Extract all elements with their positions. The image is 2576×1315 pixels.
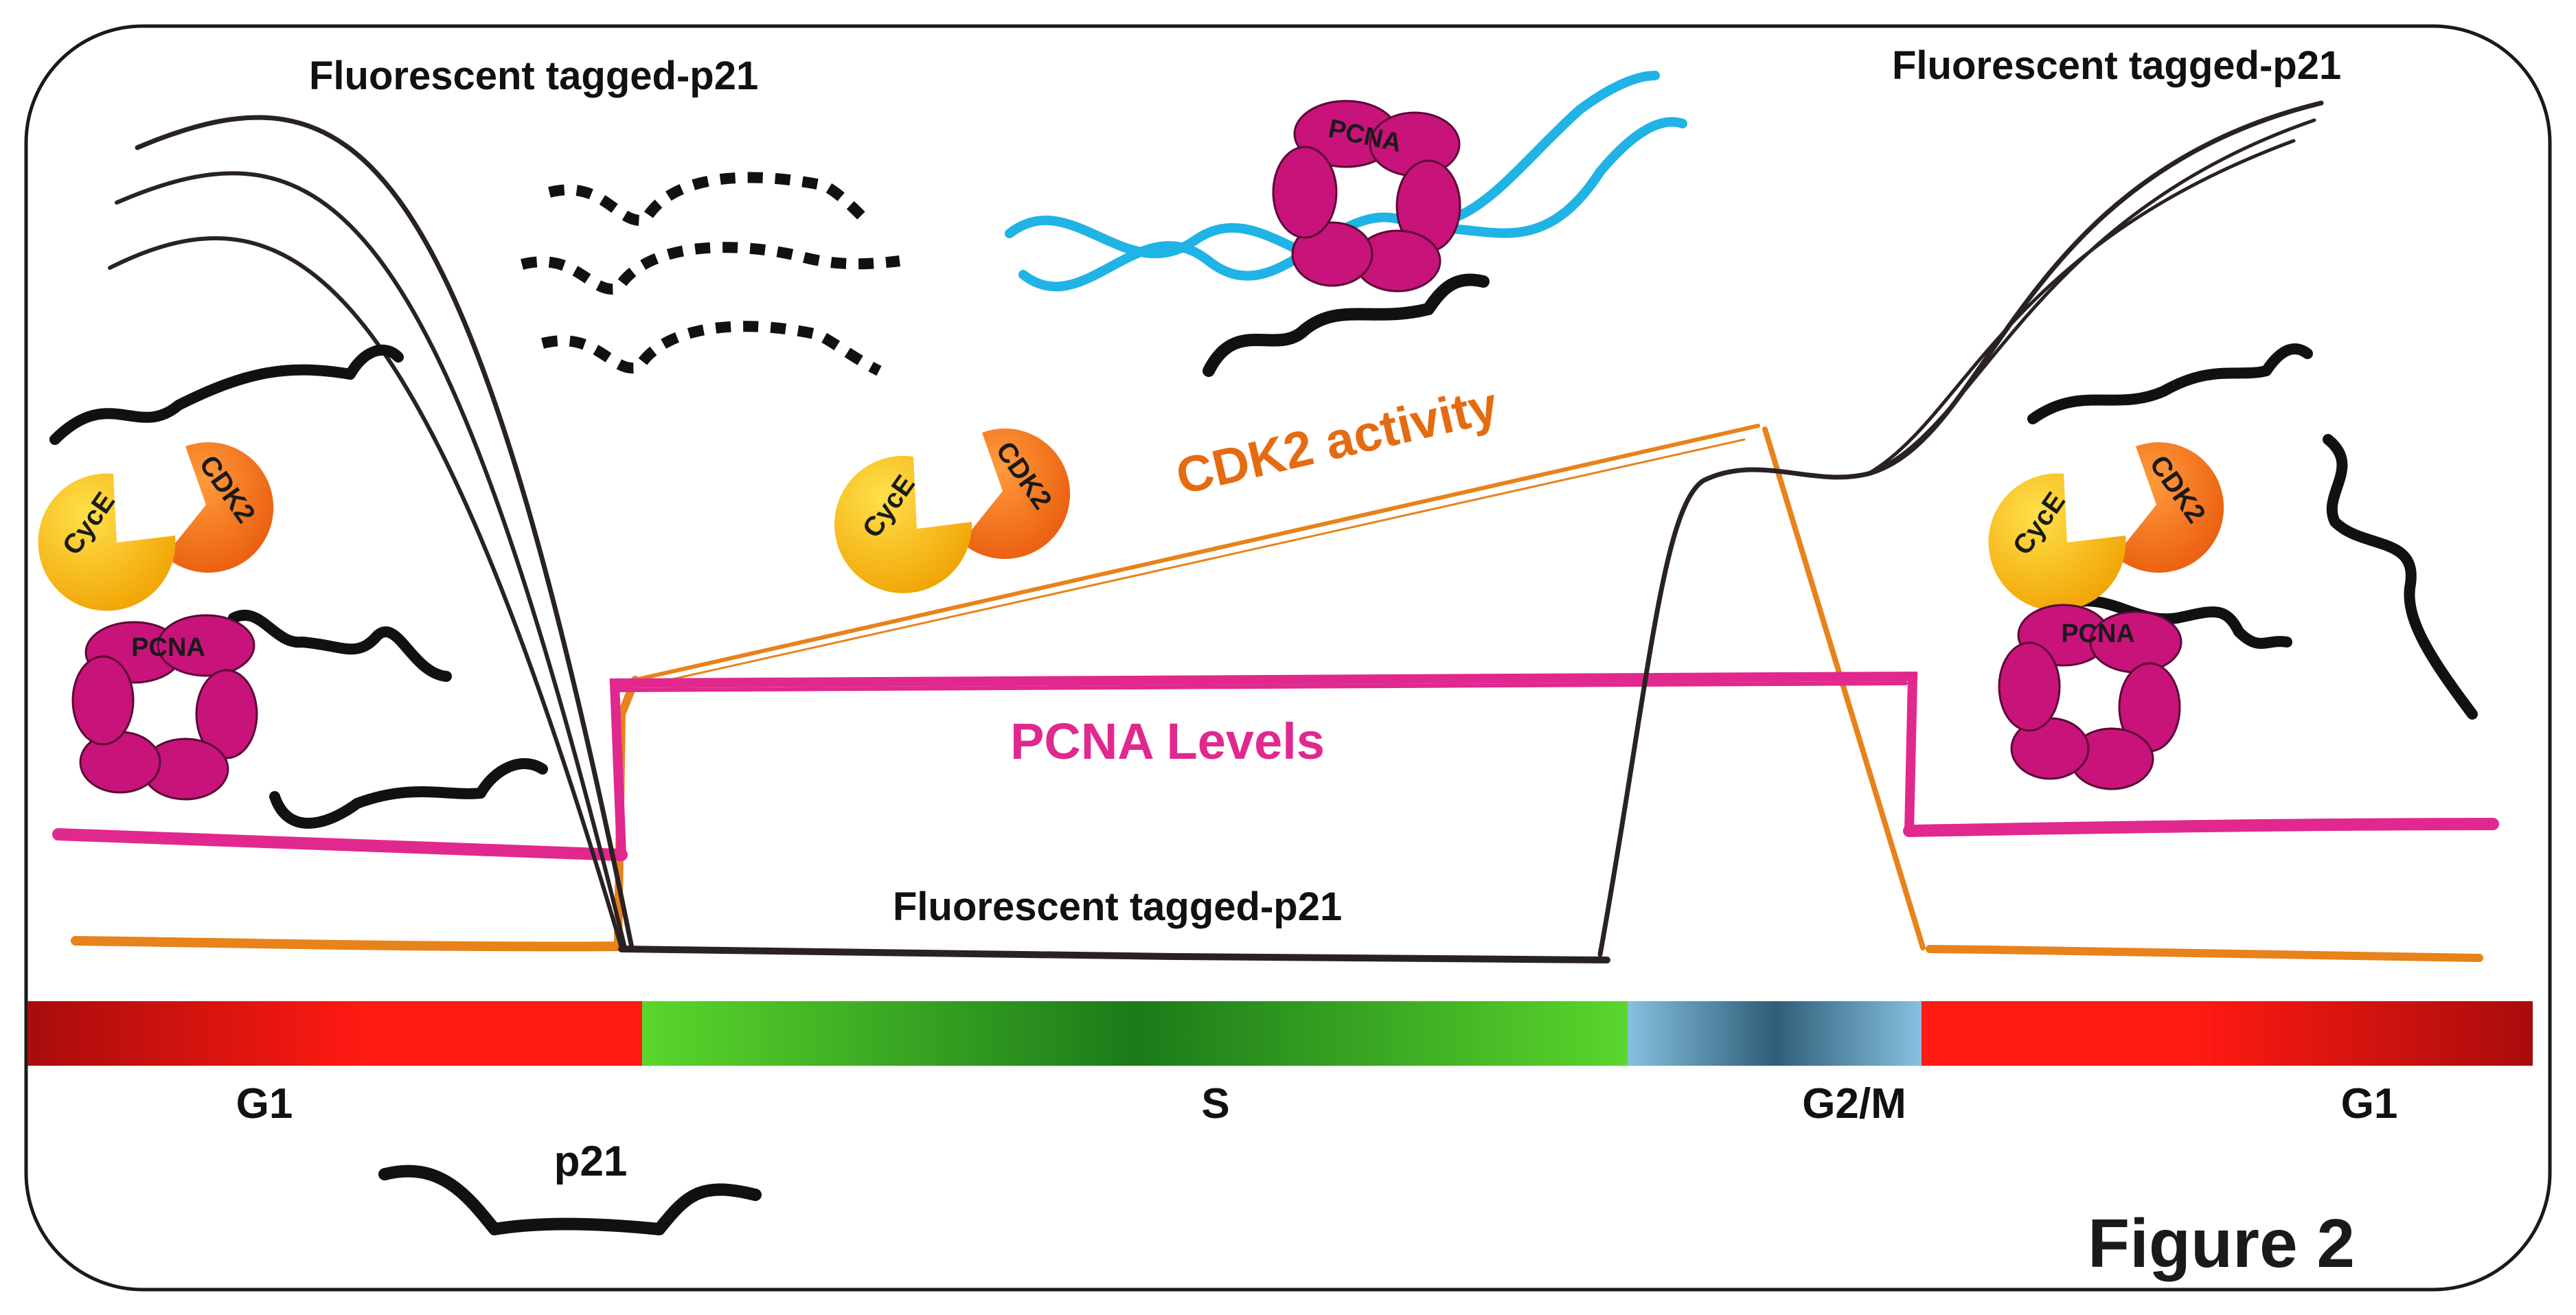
p21-curves-right: [1597, 100, 2324, 957]
pcna-ring-right: [1998, 604, 2182, 790]
cell-cycle-bar: [27, 1001, 2533, 1066]
p21-protein-squiggles: [49, 273, 2478, 829]
cdk2-activity-label: CDK2 activity: [1171, 376, 1503, 505]
figure-border: [24, 24, 2552, 1292]
pcna-label-left: PCNA: [131, 633, 205, 662]
p21-label-bottom: Fluorescent tagged-p21: [893, 884, 1342, 929]
phase-label-g1-left: G1: [236, 1080, 293, 1128]
degraded-p21-fragments: [521, 172, 900, 376]
p21-label-top-left: Fluorescent tagged-p21: [309, 54, 758, 98]
cyce-cdk2-complex-left: [38, 442, 274, 611]
phase-bar-s: [642, 1001, 1628, 1066]
p21-curves-left: [108, 115, 635, 950]
p21-legend-squiggle: [378, 1165, 762, 1235]
pcna-levels-label: PCNA Levels: [1010, 713, 1325, 770]
cyce-cdk2-complex-middle: [834, 428, 1071, 593]
figure-label: Figure 2: [2088, 1205, 2355, 1282]
p21-baseline: [618, 946, 1610, 963]
cdk2-icon: [2115, 442, 2224, 573]
pcna-levels-line: [52, 671, 2499, 861]
p21-label-top-right: Fluorescent tagged-p21: [1892, 43, 2341, 88]
phase-bar-g1-left: [27, 1001, 642, 1066]
cdk2-icon: [165, 442, 274, 573]
pcna-ring-dna: [1272, 100, 1461, 293]
pcna-ring-left: [71, 614, 258, 801]
phase-bar-g2m: [1628, 1001, 1922, 1066]
cdk2-activity-line: [71, 424, 2483, 962]
cyce-icon: [1988, 473, 2126, 611]
phase-label-g2m: G2/M: [1802, 1080, 1906, 1128]
cyce-icon: [38, 473, 176, 611]
p21-legend-label: p21: [554, 1138, 628, 1185]
phase-label-g1-right: G1: [2341, 1080, 2398, 1128]
cdk2-icon: [961, 428, 1071, 560]
pcna-label-right: PCNA: [2061, 619, 2135, 648]
cyce-icon: [834, 455, 972, 593]
phase-label-s: S: [1201, 1080, 1229, 1128]
cyce-cdk2-complex-right: [1988, 442, 2224, 611]
phase-bar-g1-right: [1922, 1001, 2533, 1066]
